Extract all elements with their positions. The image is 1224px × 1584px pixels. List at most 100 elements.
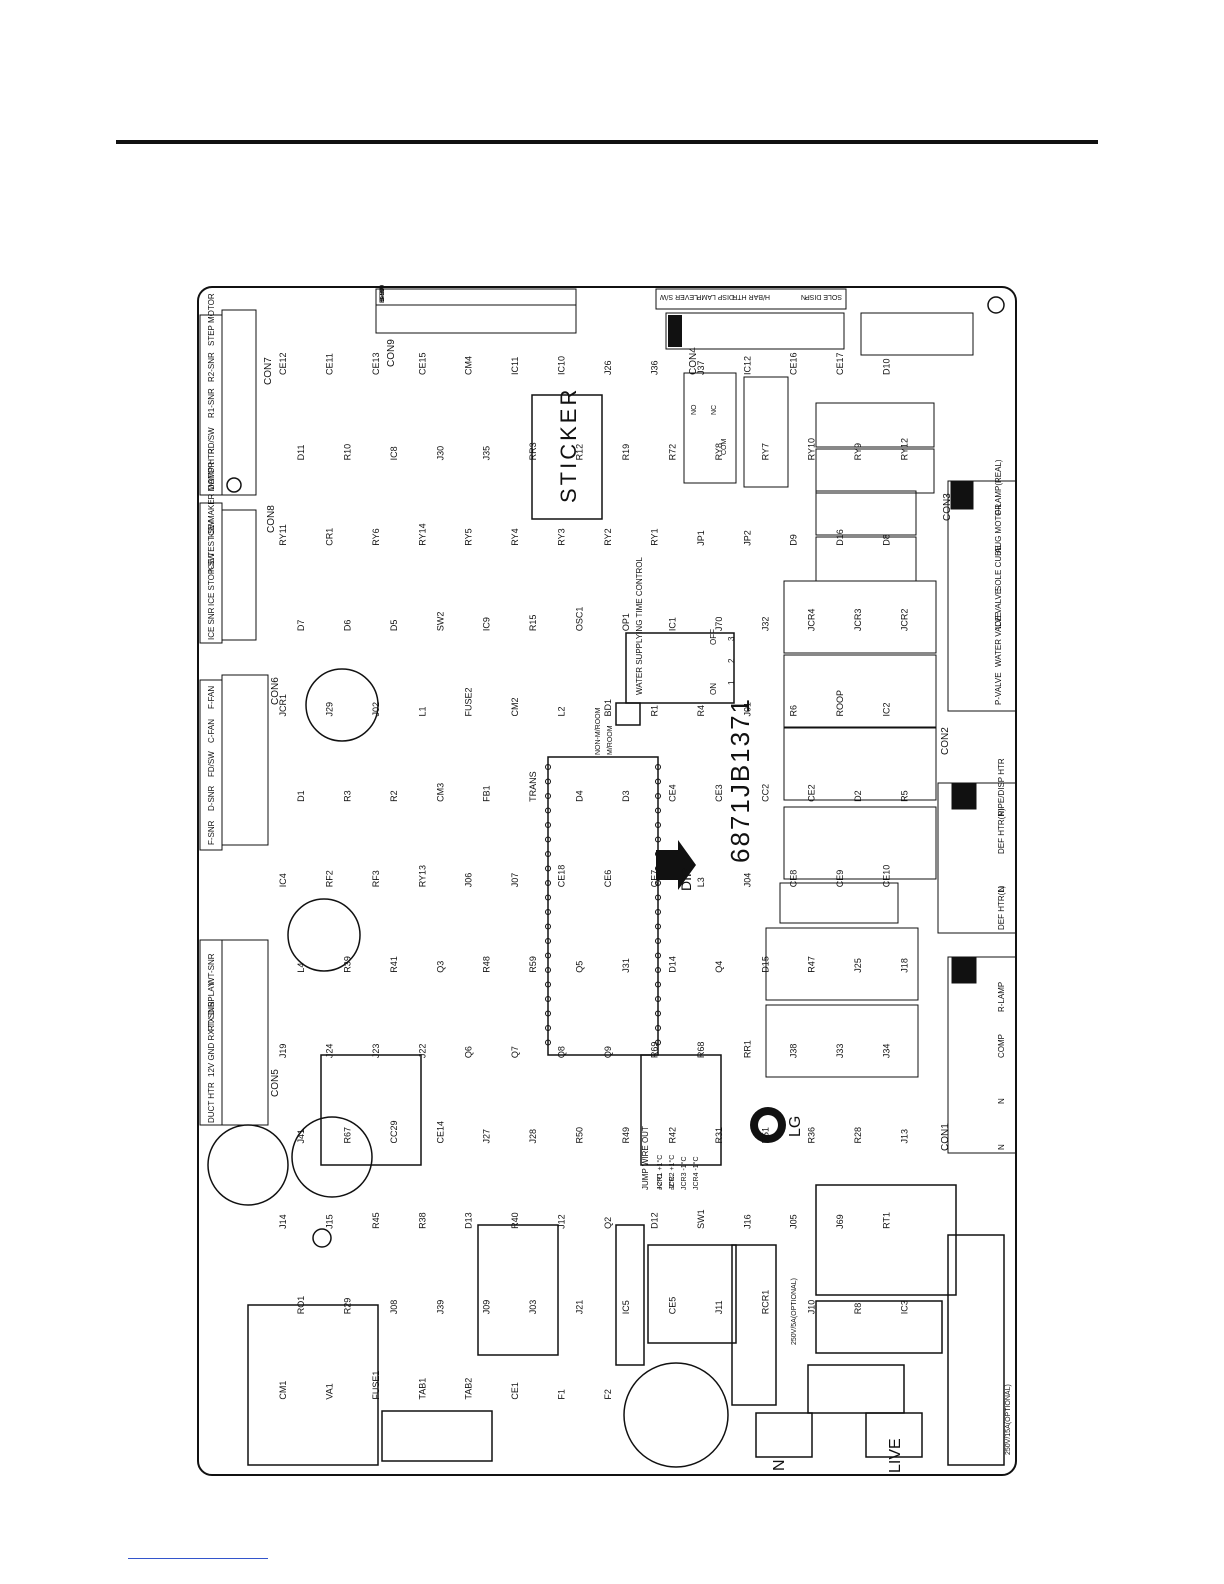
component-label: JCR1 [278,694,288,717]
con1-block [947,956,1017,1154]
component-label: D2 [853,790,863,802]
component-label: D6 [342,620,352,632]
component-label: CE10 [882,865,892,888]
connector-pin-label: PIPE/DISP HTR [997,758,1006,816]
component-label: IC3 [900,1300,910,1314]
ic1-pin [655,822,661,828]
connector-pin-label: 12V GND RX TX DISPLAY [207,981,216,1077]
component-label: R36 [807,1127,817,1144]
component-label: FUSE2 [464,688,474,717]
component-label: R68 [696,1042,706,1059]
component-label: D15 [760,956,770,973]
component-label: J08 [389,1300,399,1315]
component-label: R39 [342,956,352,973]
connector-pin-label: STEP MOTOR [380,285,386,303]
component-label: J28 [528,1129,538,1144]
component-label: J09 [482,1300,492,1315]
connector-pin-label: STEP MOTOR [207,293,216,346]
component-label: Q5 [575,961,585,973]
connector-pin-label: IS-800Q [380,285,386,303]
component-label: J03 [528,1300,538,1315]
connector-name: CON1 [940,1123,951,1151]
relay-contact-label: COM [721,439,728,456]
note-dip-number: 2 [727,658,736,663]
component-label: IC8 [389,446,399,460]
component-label: RY3 [557,528,567,545]
ic1-chip [545,756,661,1056]
pcb-layout-diagram: STICKER 6871JB1371 DIP LG N [197,285,1017,1476]
component-label: IC12 [742,356,752,375]
component-label: RF3 [371,870,381,887]
component-label: BD1 [603,699,613,717]
component-label: D12 [649,1212,659,1229]
component-label: Q3 [435,961,445,973]
note-jump-wire: JUMP WIRE OUT [641,1126,650,1190]
component-label: J25 [853,958,863,973]
ic1-pin [655,836,661,843]
connector-pin-label: ICE-MAKER MOTOR [207,461,216,538]
connector-pin-label: R1-SNR [207,388,216,418]
ic1-pin [655,880,661,886]
relay-contact-label: NC [711,405,718,415]
ic1-pin [545,996,551,1002]
component-label: CE11 [324,353,334,375]
component-label: J36 [649,360,659,375]
component-label: SW1 [696,1209,706,1229]
ic1-pin [655,909,661,915]
note-off: OFF [709,629,718,645]
component-label: RR3 [528,442,538,460]
component-label: J70 [714,617,724,632]
component-label: CM3 [435,783,445,802]
component-label: D9 [789,534,799,546]
ic1-pin [545,880,551,886]
component-label: J21 [575,1300,585,1315]
component-label: RY10 [807,438,817,460]
sticker-text: STICKER [556,387,581,503]
mount-hole [987,296,1005,314]
component-label: FUSE1 [371,1371,381,1400]
lg-logo: LG [750,1107,804,1143]
connector-pin-label: N [997,1144,1006,1150]
component-label: Q6 [464,1046,474,1058]
component-label: R59 [528,956,538,973]
component-label: J35 [482,446,492,461]
component-label: J24 [324,1044,334,1059]
ic1-pin [545,764,551,770]
connector-pin-label: LEVER S/W [659,293,698,300]
ic1-pin [545,1039,551,1046]
connector-pin-label: ICE TEST-SW [207,521,216,572]
component-label: J05 [789,1214,799,1229]
connector-pin-label: P-VALVE [994,672,1003,705]
component-label: RY4 [510,528,520,545]
component-label: CE18 [557,865,567,888]
component-label: J29 [324,702,334,717]
ic1-pin [655,996,661,1002]
connector-name: CON2 [940,727,951,755]
connector-pin-label: N [997,1098,1006,1104]
component-label: R15 [528,615,538,632]
component-label: R31 [714,1127,724,1144]
component-label: CE9 [835,870,845,888]
connector-pin-label: RD/SW [207,427,216,454]
ic1-pin [545,1025,551,1031]
component-label: IC4 [278,873,288,887]
component-label: Q2 [603,1217,613,1229]
ic1-pin [545,981,551,988]
component-label: L2 [557,707,567,717]
component-label: CM4 [464,356,474,375]
component-label: ROOP [835,690,845,717]
component-label: D13 [464,1212,474,1229]
connector-pin-label: ICE VALVE [994,589,1003,629]
component-label: R1 [649,705,659,717]
component-label: D4 [575,790,585,802]
svg-text:LG: LG [787,1116,804,1137]
connector-pin-label: F-LAMP(REAL) [994,459,1003,515]
ic1-pin [655,952,661,959]
connector-name: CON6 [270,677,281,705]
connector-name: CON8 [266,505,277,533]
component-label: OP1 [621,613,631,631]
connector-pin-label: R-LAMP [997,982,1006,1012]
ic1-pin [655,1025,661,1031]
cr1-component [860,312,974,356]
